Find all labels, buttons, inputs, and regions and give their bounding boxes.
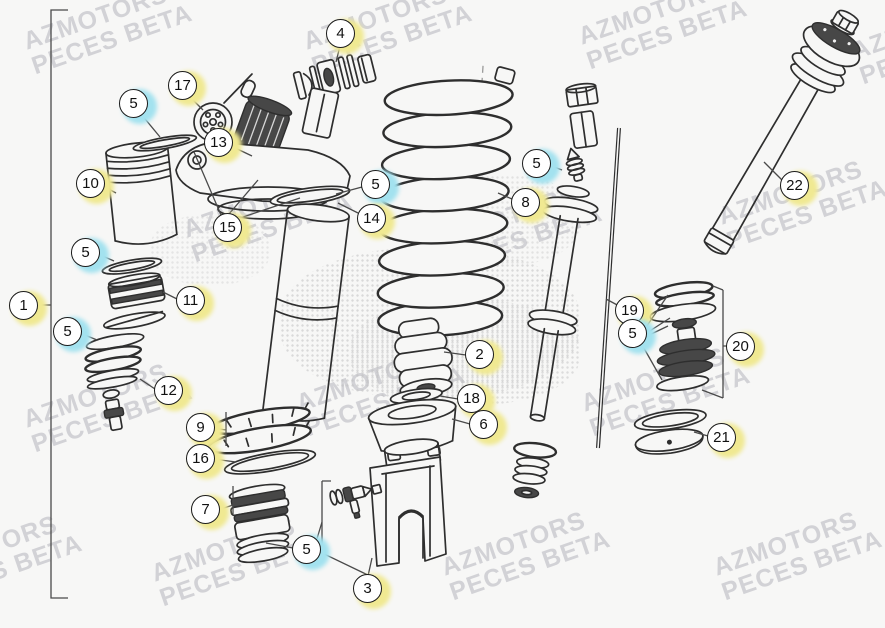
- part-body-10: [105, 141, 178, 245]
- callout-3[interactable]: 3: [353, 574, 382, 603]
- callout-10[interactable]: 10: [76, 169, 105, 198]
- callout-9[interactable]: 9: [186, 413, 215, 442]
- callout-2[interactable]: 2: [465, 340, 494, 369]
- part-sealhead-7: [228, 483, 291, 564]
- callout-5[interactable]: 5: [361, 170, 390, 199]
- part-valve-fitting: [329, 483, 383, 519]
- callout-5[interactable]: 5: [119, 89, 148, 118]
- callout-6[interactable]: 6: [469, 410, 498, 439]
- callout-5[interactable]: 5: [53, 317, 82, 346]
- part-stack-12: [84, 332, 145, 432]
- callout-12[interactable]: 12: [154, 376, 183, 405]
- halftone-watermark: [150, 215, 270, 285]
- callout-5[interactable]: 5: [618, 319, 647, 348]
- callout-20[interactable]: 20: [726, 332, 755, 361]
- callout-5[interactable]: 5: [522, 149, 551, 178]
- callout-5[interactable]: 5: [292, 535, 321, 564]
- callout-21[interactable]: 21: [707, 423, 736, 452]
- callout-11[interactable]: 11: [176, 286, 205, 315]
- part-needle-5f: [565, 147, 586, 182]
- leader-lines: [79, 45, 783, 578]
- part-washer-5a: [132, 134, 198, 152]
- part-shaft-assembly: [512, 82, 599, 499]
- part-lower-spring-stack: [512, 441, 558, 499]
- callout-22[interactable]: 22: [780, 171, 809, 200]
- part-ring-16: [223, 449, 317, 475]
- callout-17[interactable]: 17: [168, 71, 197, 100]
- part-clevis-3: [369, 438, 447, 567]
- part-seat-6: [367, 398, 457, 462]
- callout-18[interactable]: 18: [457, 384, 486, 413]
- part-stack-20: [649, 280, 717, 392]
- callout-16[interactable]: 16: [186, 444, 215, 473]
- part-spring-8: [376, 65, 516, 337]
- part-hardware-4: [292, 53, 377, 100]
- callout-15[interactable]: 15: [213, 213, 242, 242]
- part-stack-11: [101, 257, 166, 330]
- assembly-bracket: [37, 9, 68, 599]
- callout-1[interactable]: 1: [9, 291, 38, 320]
- callout-13[interactable]: 13: [204, 128, 233, 157]
- part-rod-19: [596, 127, 621, 449]
- callout-5[interactable]: 5: [71, 238, 100, 267]
- part-gears-9: [205, 402, 312, 455]
- part-ring-21: [633, 408, 707, 455]
- callout-8[interactable]: 8: [511, 188, 540, 217]
- part-body-14: [261, 203, 350, 422]
- part-rod-22: [703, 9, 861, 255]
- callout-4[interactable]: 4: [326, 19, 355, 48]
- callout-14[interactable]: 14: [357, 204, 386, 233]
- callout-7[interactable]: 7: [191, 495, 220, 524]
